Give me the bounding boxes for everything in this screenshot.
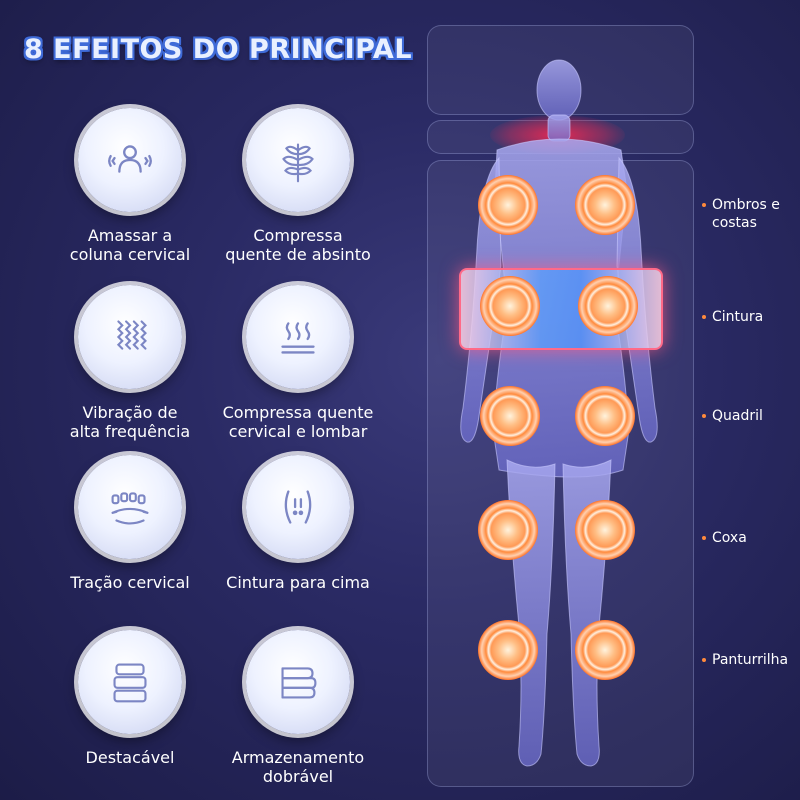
- heat-spot: [478, 500, 538, 560]
- feature-cervical-traction: Tração cervical: [35, 455, 225, 592]
- feature-heat-compress: Compressa quente cervical e lombar: [203, 285, 393, 441]
- feature-kneading: Amassar a coluna cervical: [35, 108, 225, 264]
- heat-spot: [578, 276, 638, 336]
- region-marker: [702, 315, 706, 319]
- heat-spot: [575, 500, 635, 560]
- feature-detachable: Destacável: [35, 630, 225, 767]
- body-figure: [460, 59, 658, 767]
- region-shoulders-back: Ombros e costas: [702, 196, 780, 232]
- detachable-cushions-icon: [78, 630, 182, 734]
- region-marker: [702, 658, 706, 662]
- feature-foldable-storage: Armazenamento dobrável: [203, 630, 393, 786]
- heat-spot: [478, 175, 538, 235]
- feature-label: Armazenamento dobrável: [231, 748, 365, 786]
- feature-mugwort-compress: Compressa quente de absinto: [203, 108, 393, 264]
- region-calf: Panturrilha: [702, 651, 788, 669]
- waist-lift-icon: [246, 455, 350, 559]
- region-hip: Quadril: [702, 407, 763, 425]
- region-thigh: Coxa: [702, 529, 747, 547]
- region-label: Coxa: [712, 530, 747, 546]
- feature-vibration: Vibração de alta frequência: [35, 285, 225, 441]
- region-waist: Cintura: [702, 308, 763, 326]
- feature-label: Cintura para cima: [226, 573, 370, 592]
- heat-spot: [575, 175, 635, 235]
- feature-label: Destacável: [85, 748, 175, 767]
- heat-spot: [480, 276, 540, 336]
- feature-label: Compressa quente de absinto: [225, 226, 371, 264]
- region-marker: [702, 536, 706, 540]
- heat-spot: [478, 620, 538, 680]
- heat-waves-icon: [246, 285, 350, 389]
- region-label: Ombros e costas: [712, 197, 780, 231]
- heat-spot: [575, 620, 635, 680]
- feature-waist-lift: Cintura para cima: [203, 455, 393, 592]
- vibration-waves-icon: [78, 285, 182, 389]
- heat-spot: [575, 386, 635, 446]
- feature-label: Tração cervical: [70, 573, 190, 592]
- spine-traction-icon: [78, 455, 182, 559]
- region-label: Quadril: [712, 408, 763, 424]
- region-marker: [702, 203, 706, 207]
- person-massage-icon: [78, 108, 182, 212]
- mugwort-leaf-icon: [246, 108, 350, 212]
- page-title: 8 EFEITOS DO PRINCIPAL: [24, 34, 413, 65]
- feature-label: Amassar a coluna cervical: [69, 226, 191, 264]
- folded-storage-icon: [246, 630, 350, 734]
- region-label: Panturrilha: [712, 652, 789, 668]
- feature-label: Vibração de alta frequência: [69, 403, 191, 441]
- region-marker: [702, 414, 706, 418]
- feature-label: Compressa quente cervical e lombar: [222, 403, 374, 441]
- region-label: Cintura: [712, 309, 764, 325]
- heat-spot: [480, 386, 540, 446]
